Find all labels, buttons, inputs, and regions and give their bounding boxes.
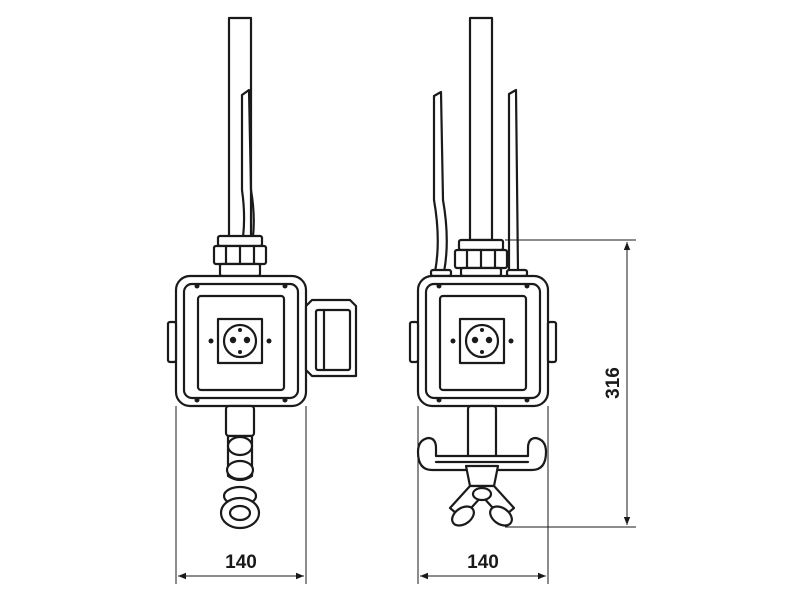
right-cable-right	[507, 88, 520, 274]
left-view	[166, 16, 358, 530]
right-view	[408, 16, 558, 527]
left-side-plug	[304, 298, 358, 378]
left-width-label: 140	[225, 552, 257, 573]
left-mounting-tube	[227, 16, 253, 242]
right-width-label: 140	[467, 552, 499, 573]
dimension-lines	[175, 239, 636, 584]
right-mounting-tube	[468, 16, 494, 242]
left-socket	[208, 317, 272, 365]
right-socket	[450, 317, 514, 365]
left-hook	[219, 404, 261, 530]
left-cable-gland	[212, 234, 268, 278]
right-y-hook	[448, 464, 516, 527]
right-cable-left	[432, 90, 448, 274]
right-handle	[416, 404, 548, 472]
right-height-label: 316	[603, 367, 624, 399]
